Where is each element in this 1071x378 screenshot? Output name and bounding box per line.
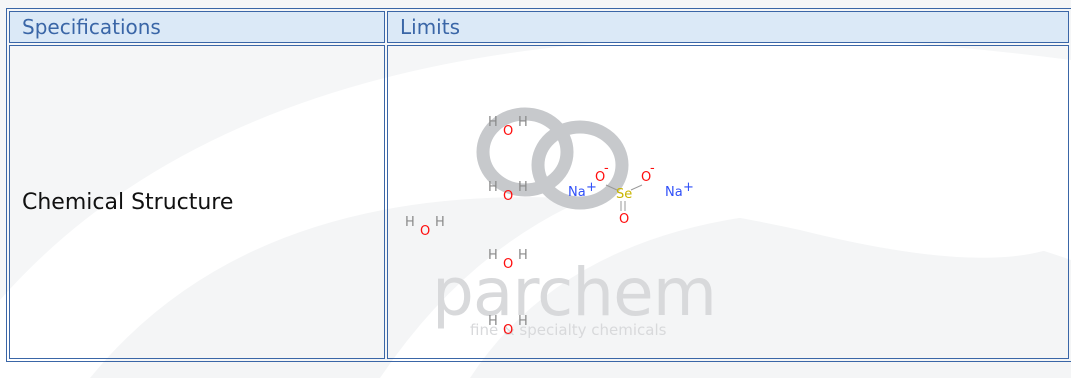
svg-text:+: + [683, 180, 694, 195]
svg-text:-: - [604, 161, 609, 176]
svg-text:Se: Se [616, 187, 632, 202]
sodium-selenite: Na + O - Se O - O Na + [568, 161, 694, 227]
table-row: Chemical Structure H O H H O H H O [9, 45, 1069, 359]
header-specifications: Specifications [9, 11, 385, 43]
svg-text:-: - [650, 161, 655, 176]
svg-text:+: + [586, 180, 597, 195]
chemical-structure-diagram: H O H H O H H O H H [405, 115, 694, 338]
svg-text:H: H [518, 115, 528, 130]
watermark-brand: parchem [432, 254, 716, 331]
svg-text:O: O [420, 224, 430, 239]
header-limits: Limits [387, 11, 1069, 43]
svg-text:Na: Na [568, 185, 586, 200]
svg-text:H: H [435, 215, 445, 230]
water-molecule: H O H [405, 215, 445, 239]
water-molecule: H O H [488, 180, 528, 204]
svg-text:O: O [503, 124, 513, 139]
svg-text:H: H [488, 314, 498, 329]
water-molecule: H O H [488, 248, 528, 272]
svg-text:O: O [619, 212, 629, 227]
svg-text:H: H [488, 180, 498, 195]
svg-text:O: O [641, 170, 651, 185]
svg-text:O: O [503, 189, 513, 204]
svg-text:H: H [518, 314, 528, 329]
svg-text:H: H [488, 115, 498, 130]
svg-text:H: H [488, 248, 498, 263]
row-label-chemical-structure: Chemical Structure [9, 45, 385, 359]
svg-text:H: H [405, 215, 415, 230]
svg-text:O: O [503, 257, 513, 272]
svg-text:O: O [503, 323, 513, 338]
table-header-row: Specifications Limits [9, 11, 1069, 43]
water-molecule: H O H [488, 115, 528, 139]
svg-text:H: H [518, 180, 528, 195]
watermark-tagline: fine & specialty chemicals [470, 321, 667, 339]
svg-text:O: O [595, 170, 605, 185]
chemical-structure-cell: H O H H O H H O H H [387, 45, 1069, 359]
water-molecule: H O H [488, 314, 528, 338]
watermark-ring-left [476, 107, 574, 197]
svg-text:Na: Na [665, 185, 683, 200]
svg-text:H: H [518, 248, 528, 263]
specifications-table: Specifications Limits Chemical Structure… [6, 8, 1071, 362]
watermark-ring-right [531, 120, 629, 210]
